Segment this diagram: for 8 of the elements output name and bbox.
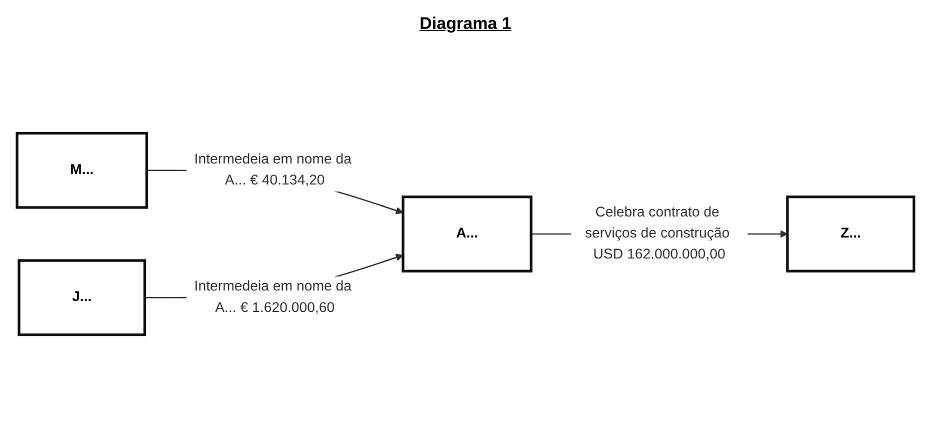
node-box: J... [18, 259, 146, 336]
edge-label: Intermedeia em nome da A... € 1.620.000,60 [194, 279, 352, 316]
diagram-title: Diagrama 1 [418, 14, 512, 34]
edge-label: Intermedeia em nome da A... € 40.134,20 [194, 152, 352, 188]
node-box: Z... [786, 196, 916, 272]
node-box: M... [16, 132, 148, 209]
edge-label: Celebra contrato de serviços de construção USD 162.000.000,00 [584, 204, 730, 262]
node-box: A... [402, 196, 532, 272]
